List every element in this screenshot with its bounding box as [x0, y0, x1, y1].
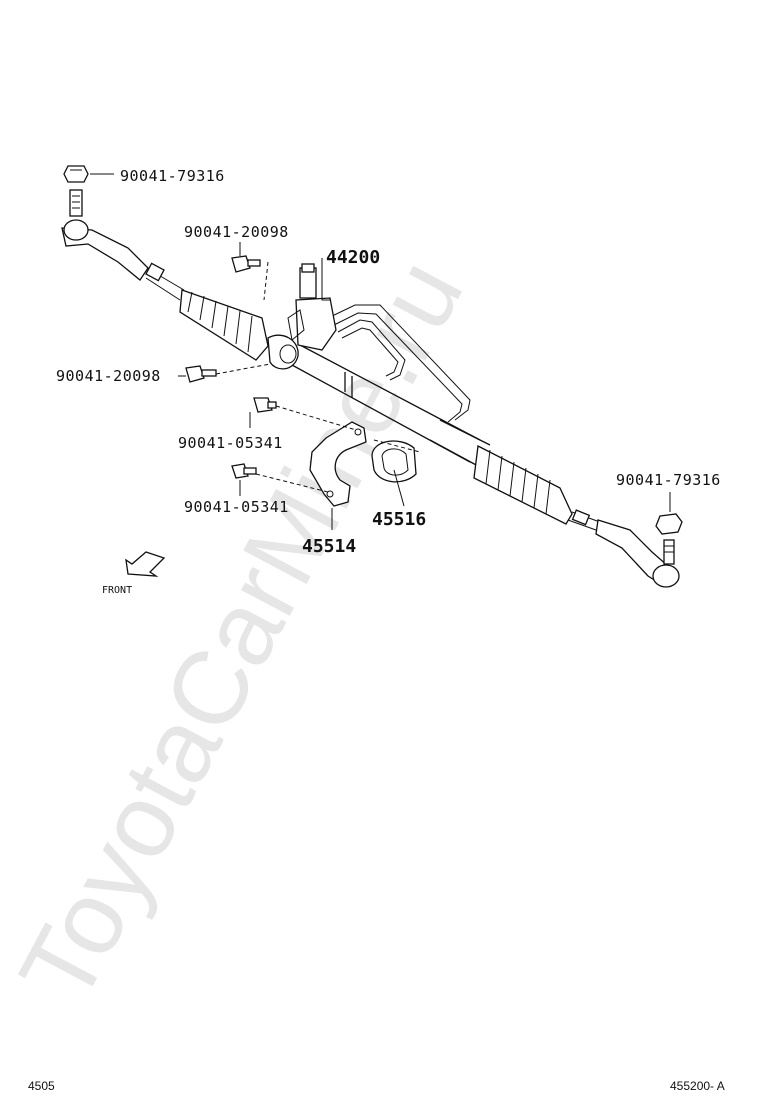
leader-gear: [321, 258, 330, 301]
callout-bracket: 45514: [302, 536, 356, 557]
bracket-part: [309, 421, 367, 507]
callout-bolt-top: 90041-20098: [184, 223, 289, 241]
bolt-top-part: [231, 255, 261, 273]
callout-gear-assy: 44200: [326, 247, 380, 268]
front-arrow-icon: [125, 551, 166, 577]
callout-nut-right: 90041-79316: [616, 471, 721, 489]
bushing-part: [371, 440, 417, 483]
leader-bolt-lower: [255, 473, 329, 493]
bolt-bracket-upper-part: [253, 397, 277, 413]
leader-bushing: [393, 469, 405, 507]
callout-bolt-bracket-upper: 90041-05341: [178, 434, 283, 452]
bolt-bracket-lower-part: [231, 463, 257, 479]
front-label: FRONT: [102, 585, 132, 596]
watermark: ToyotaCarMine.ru: [0, 242, 486, 1021]
footer-left-code: 4505: [28, 1079, 55, 1093]
callout-bolt-left: 90041-20098: [56, 367, 161, 385]
bolt-left-part: [185, 365, 217, 383]
nut-left-part: [63, 165, 89, 183]
leader-bolt-left: [215, 363, 271, 375]
rack-housing: [61, 189, 680, 588]
callout-nut-left: 90041-79316: [120, 167, 225, 185]
callout-bushing: 45516: [372, 509, 426, 530]
footer-right-code: 455200- A: [670, 1079, 725, 1093]
nut-right-part: [655, 513, 683, 535]
callout-bolt-bracket-lower: 90041-05341: [184, 498, 289, 516]
leader-bolt-upper: [275, 405, 421, 453]
leader-bolt-top: [263, 261, 269, 301]
